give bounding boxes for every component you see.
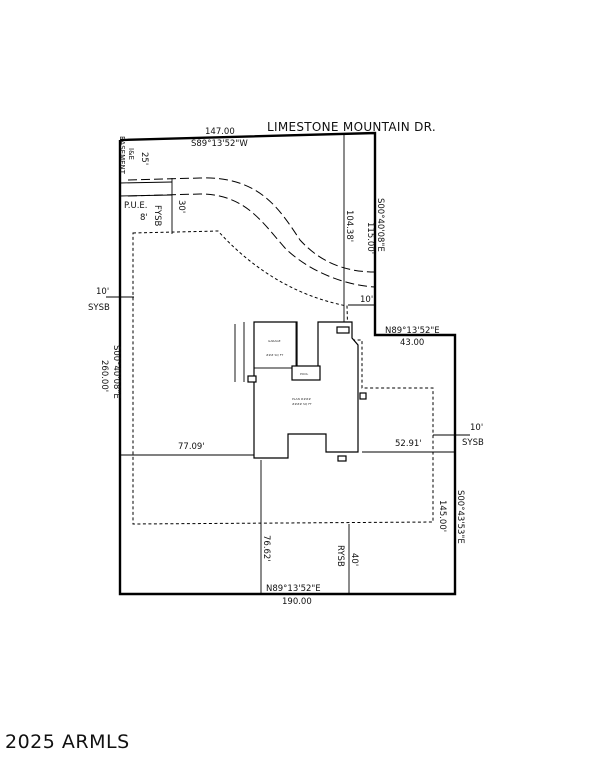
property-boundary	[118, 131, 457, 596]
ac-pad-top	[336, 326, 350, 334]
ie-dim: 25'	[139, 152, 149, 165]
jog-dim: 10'	[360, 295, 373, 305]
garage-label: GARAGE	[268, 339, 281, 343]
left-sysb-dim: 10'	[96, 287, 109, 297]
rysb-dim: 40'	[349, 553, 359, 566]
left-sysb-label: SYSB	[88, 303, 110, 313]
left-to-house: 77.09'	[178, 442, 205, 452]
top-bearing: S89°13'52"W	[191, 139, 248, 149]
street-name: LIMESTONE MOUNTAIN DR.	[267, 120, 436, 134]
left-length: 260.00'	[99, 360, 109, 392]
jog-length: 43.00	[400, 338, 424, 348]
right-to-house: 52.91'	[395, 439, 422, 449]
fysb-label: FYSB	[152, 205, 162, 226]
driveway-curve-inner	[127, 193, 376, 288]
ac-pad-right	[359, 392, 367, 400]
bottom-length: 190.00	[282, 597, 312, 607]
right-top-bearing: S00°40'08"E	[375, 198, 385, 252]
easement-label: EASEMENT	[118, 136, 126, 175]
driveway-curve-outer	[127, 177, 376, 273]
fysb-dim: 30'	[176, 200, 186, 213]
jog-bearing: N89°13'52"E	[385, 326, 440, 336]
left-bearing: S00°40'08"E	[111, 345, 121, 399]
center-dim: 104.38'	[344, 210, 354, 242]
right-sysb-dim: 10'	[470, 423, 483, 433]
ie-label: I&E	[127, 148, 135, 160]
pool-box	[291, 365, 321, 381]
ac-pad-left	[247, 375, 257, 383]
pue-dim: 8'	[140, 213, 148, 223]
garage-area: ### SQ FT	[266, 353, 283, 357]
right-top-length: 115.00'	[365, 222, 375, 254]
right-bottom-bearing: S00°43'53"E	[455, 490, 465, 544]
right-bottom-length: 145.00'	[437, 500, 447, 532]
garage-box	[253, 321, 297, 369]
rysb-label: RYSB	[335, 545, 345, 567]
plan-area: #### SQ FT	[292, 402, 312, 406]
right-sysb-label: SYSB	[462, 438, 484, 448]
bottom-bearing: N89°13'52"E	[266, 584, 321, 594]
pue-label: P.U.E.	[124, 201, 148, 211]
ac-pad-bottom	[337, 455, 347, 462]
top-length: 147.00	[205, 127, 235, 137]
bottom-dim: 76.62'	[261, 535, 271, 562]
ie-easement-line	[119, 181, 173, 184]
watermark: 2025 ARMLS	[5, 731, 130, 753]
plan-label: PLAN ####	[292, 397, 311, 401]
pool-label: POOL	[300, 372, 309, 376]
